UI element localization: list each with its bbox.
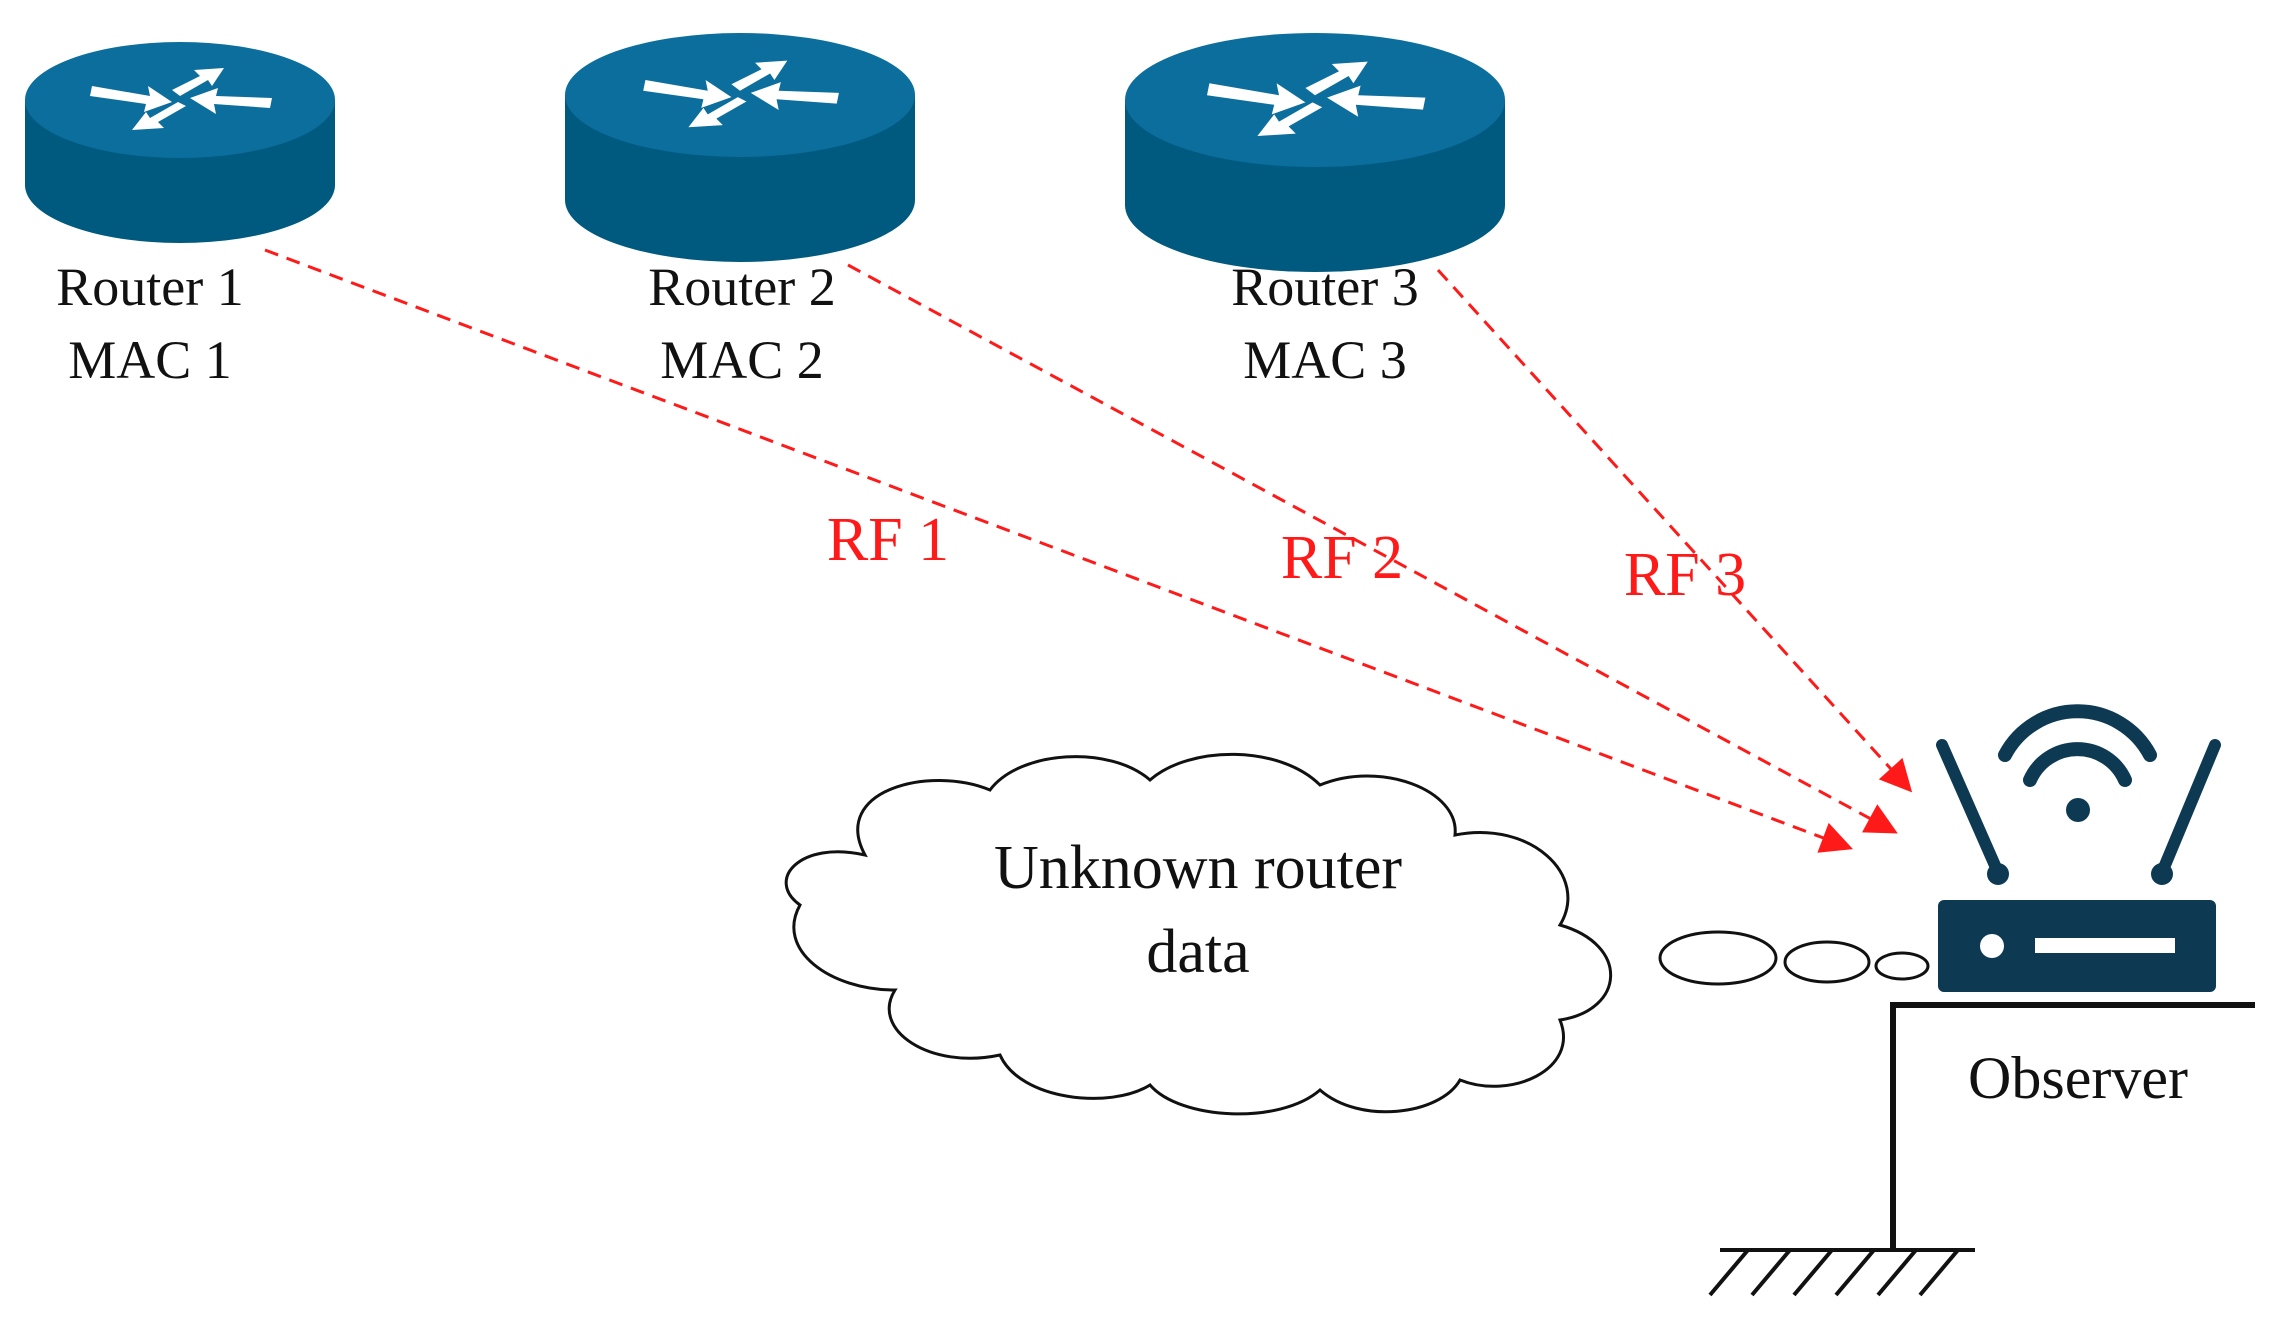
ground-hatch: [1708, 1248, 1975, 1297]
router-icon: [25, 42, 335, 243]
router-icon: [1125, 33, 1505, 272]
router-3-mac: MAC 3: [1243, 330, 1407, 390]
observer-stand: [1890, 1002, 2255, 1250]
router-1-mac: MAC 1: [68, 330, 232, 390]
observer-label: Observer: [1968, 1045, 2188, 1111]
rf-link-1: [264, 248, 1853, 853]
thought-cloud: [784, 752, 1930, 1116]
cloud-text-line1: Unknown router: [994, 834, 1402, 902]
router-3-name: Router 3: [1231, 257, 1418, 317]
rf-label-3: RF 3: [1624, 541, 1746, 609]
router-2-mac: MAC 2: [660, 330, 824, 390]
rf-link-2: [847, 263, 1898, 834]
rf-label-2: RF 2: [1281, 524, 1403, 592]
wifi-router-icon: [1936, 704, 2221, 992]
router-1-name: Router 1: [56, 257, 243, 317]
router-icon: [565, 33, 915, 262]
rf-label-1: RF 1: [827, 506, 949, 574]
cloud-text-line2: data: [1146, 918, 1249, 986]
router-2-name: Router 2: [648, 257, 835, 317]
rf-link-3: [1436, 268, 1913, 793]
